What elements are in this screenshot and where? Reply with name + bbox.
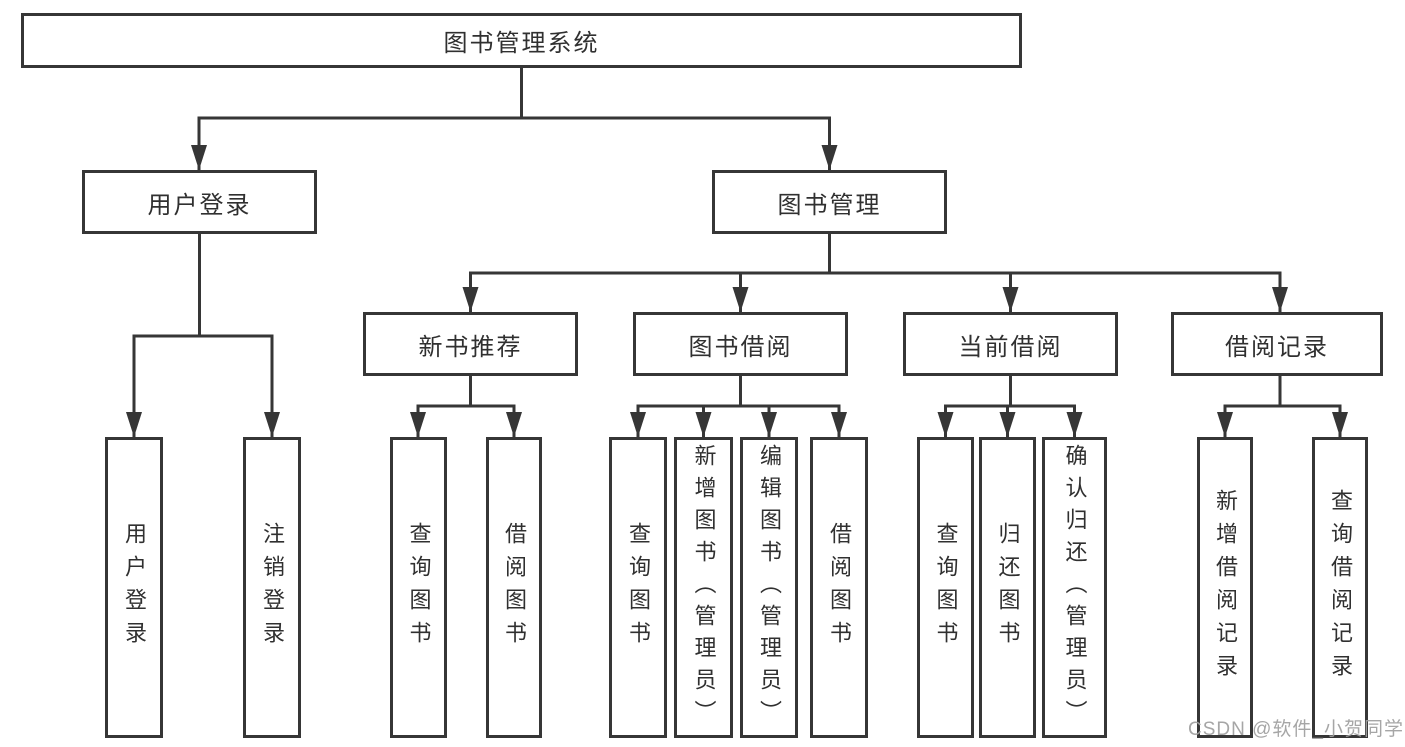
node-label: 新书推荐 bbox=[418, 333, 523, 361]
connector-lines bbox=[132, 68, 1342, 437]
node-label: 编辑图书（管理员） bbox=[757, 443, 782, 732]
node-label: 查询借阅记录 bbox=[1328, 488, 1353, 687]
node-label: 注销登录 bbox=[260, 521, 285, 654]
node-label: 确认归还（管理员） bbox=[1062, 443, 1088, 732]
node-label: 借阅图书 bbox=[827, 521, 852, 654]
node-label: 新增图书（管理员） bbox=[691, 443, 717, 732]
leaf-borrow-books: 借阅图书 bbox=[810, 437, 868, 738]
node-label: 借阅记录 bbox=[1225, 333, 1329, 361]
leaf-query-books-borrowing: 查询图书 bbox=[609, 437, 667, 738]
arrowheads bbox=[126, 145, 1348, 437]
node-label: 用户登录 bbox=[122, 521, 147, 654]
leaf-edit-books-admin: 编辑图书（管理员） bbox=[740, 437, 798, 738]
node-user-login: 用户登录 bbox=[82, 170, 317, 234]
leaf-return-books: 归还图书 bbox=[979, 437, 1036, 738]
node-label: 图书管理系统 bbox=[443, 30, 600, 57]
node-label: 当前借阅 bbox=[958, 333, 1063, 361]
leaf-user-login: 用户登录 bbox=[105, 437, 163, 738]
node-label: 图书借阅 bbox=[688, 333, 793, 361]
node-label: 归还图书 bbox=[995, 521, 1021, 654]
node-current-borrowing: 当前借阅 bbox=[903, 312, 1118, 376]
node-label: 图书管理 bbox=[777, 191, 882, 219]
leaf-add-borrow-record: 新增借阅记录 bbox=[1197, 437, 1253, 738]
leaf-add-books-admin: 新增图书（管理员） bbox=[674, 437, 733, 738]
node-label: 借阅图书 bbox=[502, 521, 527, 654]
leaf-query-borrow-record: 查询借阅记录 bbox=[1312, 437, 1368, 738]
leaf-query-books-current: 查询图书 bbox=[917, 437, 974, 738]
node-label: 查询图书 bbox=[933, 521, 959, 654]
node-label: 查询图书 bbox=[626, 521, 651, 654]
csdn-watermark: CSDN @软件_小贺同学 bbox=[1188, 719, 1404, 740]
node-new-book-recommend: 新书推荐 bbox=[363, 312, 578, 376]
node-label: 查询图书 bbox=[406, 521, 432, 654]
leaf-confirm-return-admin: 确认归还（管理员） bbox=[1042, 437, 1107, 738]
leaf-borrow-books-recommend: 借阅图书 bbox=[486, 437, 542, 738]
node-label: 用户登录 bbox=[147, 191, 252, 219]
node-label: 新增借阅记录 bbox=[1213, 488, 1238, 687]
leaf-query-books-recommend: 查询图书 bbox=[390, 437, 447, 738]
leaf-logout: 注销登录 bbox=[243, 437, 301, 738]
node-book-management: 图书管理 bbox=[712, 170, 947, 234]
node-book-borrowing: 图书借阅 bbox=[633, 312, 848, 376]
node-library-management-system: 图书管理系统 bbox=[21, 13, 1022, 68]
node-borrowing-records: 借阅记录 bbox=[1171, 312, 1383, 376]
